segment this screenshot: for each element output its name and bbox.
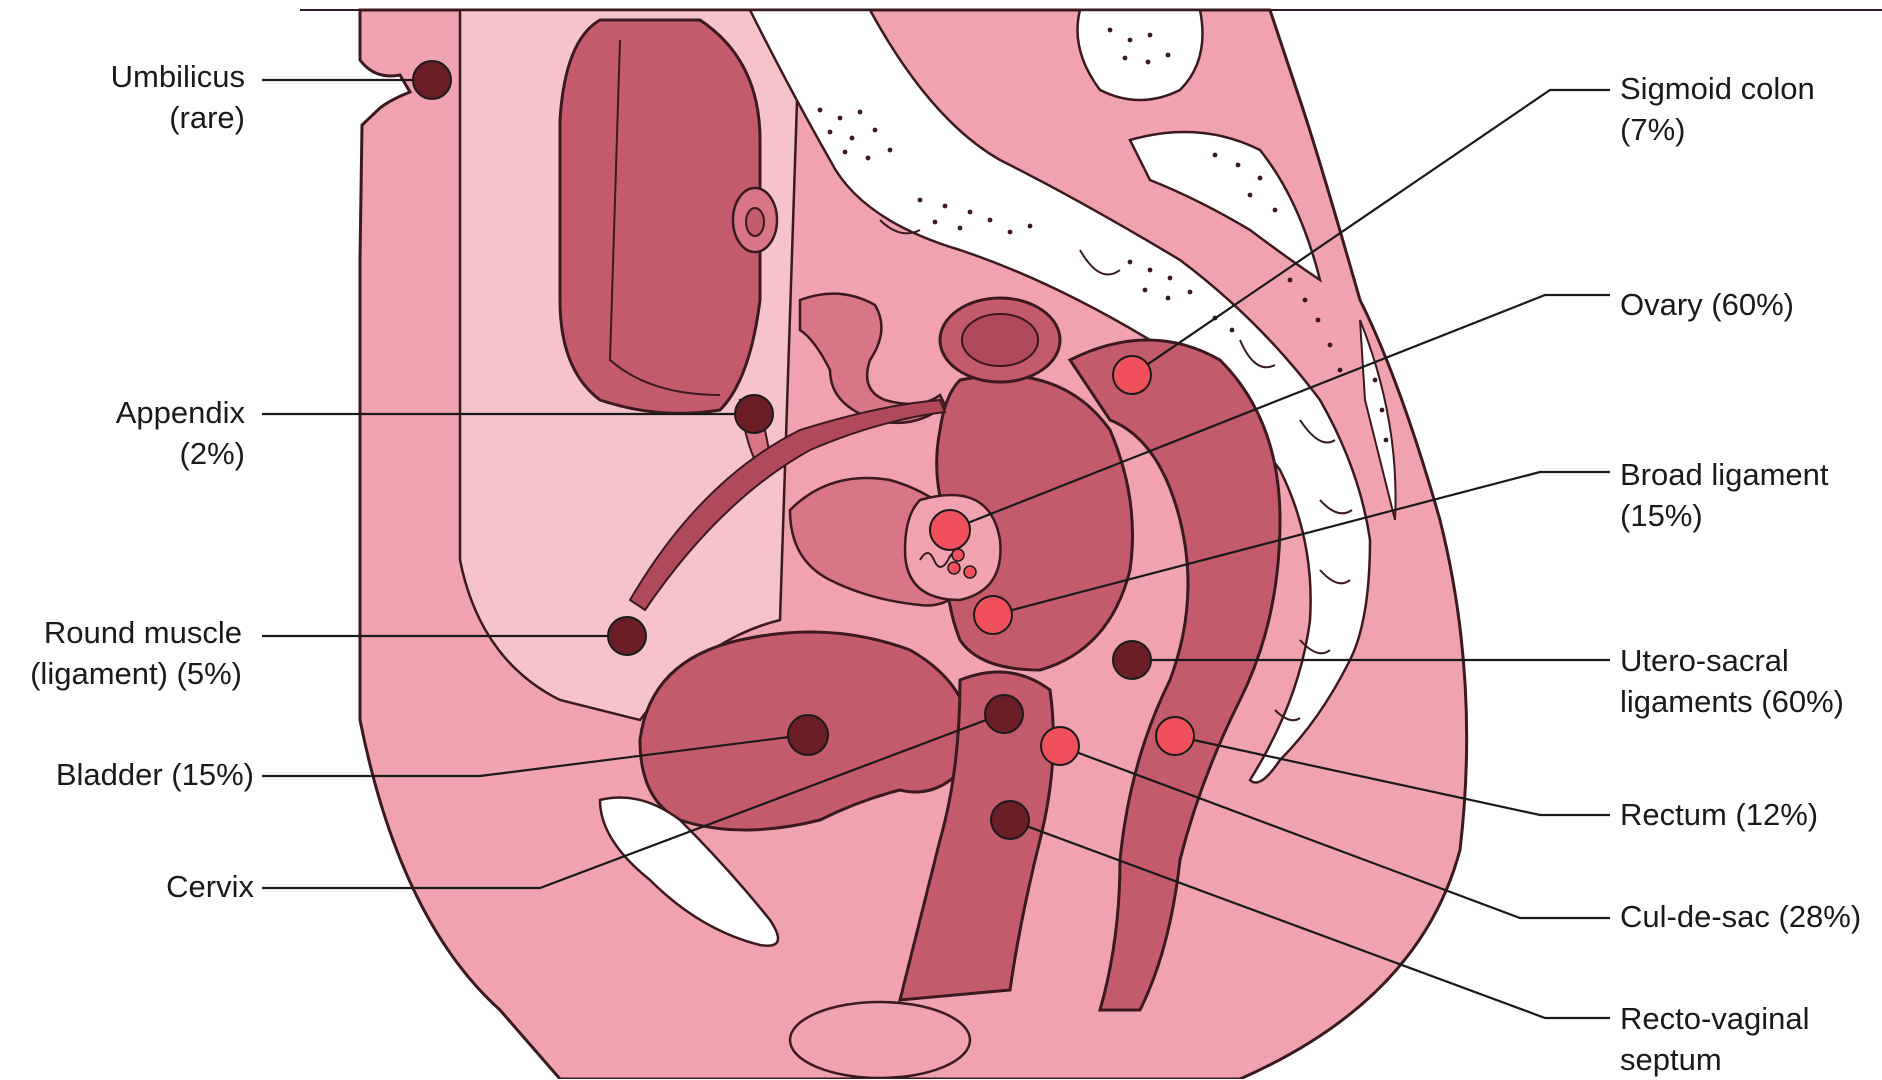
colon-loop: [560, 20, 760, 413]
label-recto-line1: Recto-vaginal: [1620, 998, 1810, 1039]
dot-broad-ligament: [974, 596, 1012, 634]
dot-round-muscle: [608, 617, 646, 655]
label-round-muscle-line2: (ligament) (5%): [2, 653, 242, 694]
label-sigmoid-colon: Sigmoid colon (7%): [1620, 68, 1815, 150]
dot-umbilicus: [413, 61, 451, 99]
label-sigmoid-line1: Sigmoid colon: [1620, 68, 1815, 109]
label-utero-line1: Utero-sacral: [1620, 640, 1844, 681]
dot-ovary: [930, 510, 970, 550]
perineum: [790, 1002, 970, 1078]
dot-sigmoid: [1113, 356, 1151, 394]
label-broad-line2: (15%): [1620, 495, 1829, 536]
label-sigmoid-line2: (7%): [1620, 109, 1815, 150]
label-cervix-line1: Cervix: [2, 866, 254, 907]
dot-ovary-small-3: [948, 562, 960, 574]
label-appendix-line1: Appendix: [40, 392, 245, 433]
label-umbilicus: Umbilicus (rare): [40, 56, 245, 138]
label-appendix: Appendix (2%): [40, 392, 245, 474]
label-utero-sacral: Utero-sacral ligaments (60%): [1620, 640, 1844, 722]
label-umbilicus-line1: Umbilicus: [40, 56, 245, 97]
dot-utero-sacral: [1113, 641, 1151, 679]
dot-rectum: [1156, 717, 1194, 755]
label-bladder-line1: Bladder (15%): [2, 754, 254, 795]
label-umbilicus-line2: (rare): [40, 97, 245, 138]
dot-bladder: [788, 715, 828, 755]
dot-ovary-small-2: [964, 566, 976, 578]
small-bowel-ovoid-inner: [746, 208, 764, 236]
label-round-muscle-line1: Round muscle: [2, 612, 242, 653]
label-cul-de-sac: Cul-de-sac (28%): [1620, 896, 1861, 937]
label-ovary-line1: Ovary (60%): [1620, 284, 1794, 325]
dot-appendix: [735, 395, 773, 433]
dot-cervix: [985, 695, 1023, 733]
dot-recto-vaginal: [991, 801, 1029, 839]
label-cervix: Cervix: [2, 866, 254, 907]
label-rectum: Rectum (12%): [1620, 794, 1818, 835]
dot-cul-de-sac: [1041, 727, 1079, 765]
label-rectum-line1: Rectum (12%): [1620, 794, 1818, 835]
label-recto-vaginal: Recto-vaginal septum: [1620, 998, 1810, 1080]
label-round-muscle: Round muscle (ligament) (5%): [2, 612, 242, 694]
label-broad-ligament: Broad ligament (15%): [1620, 454, 1829, 536]
bowel-section-lumen: [962, 314, 1038, 366]
dot-ovary-small-1: [952, 549, 964, 561]
label-utero-line2: ligaments (60%): [1620, 681, 1844, 722]
label-appendix-line2: (2%): [40, 433, 245, 474]
label-recto-line2: septum: [1620, 1039, 1810, 1080]
vertebra-top: [1078, 10, 1203, 100]
label-ovary: Ovary (60%): [1620, 284, 1794, 325]
label-bladder: Bladder (15%): [2, 754, 254, 795]
label-broad-line1: Broad ligament: [1620, 454, 1829, 495]
label-culdesac-line1: Cul-de-sac (28%): [1620, 896, 1861, 937]
